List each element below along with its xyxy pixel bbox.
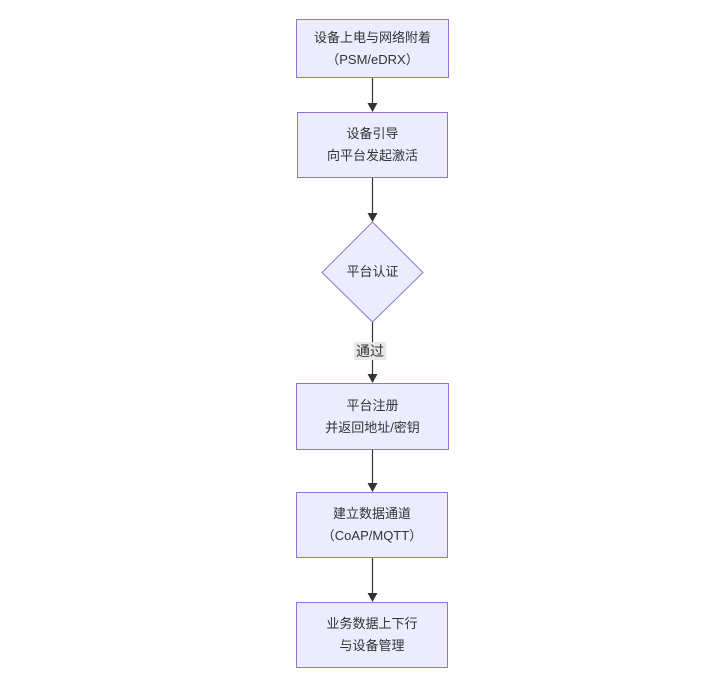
- edge-label-pass: 通过: [354, 342, 386, 360]
- node-label-line: 平台认证: [346, 264, 399, 279]
- arrowhead-icon: [367, 374, 378, 383]
- edge-register-to-channel: [367, 450, 378, 492]
- edge-power-to-bootstrap: [367, 78, 378, 112]
- node-device-bootstrap: 设备引导 向平台发起激活: [297, 112, 448, 178]
- node-business-data: 业务数据上下行 与设备管理: [296, 602, 448, 668]
- node-label-line: 与设备管理: [339, 638, 405, 653]
- arrowhead-icon: [367, 213, 378, 222]
- edge-channel-to-business: [367, 558, 378, 602]
- node-label-line: 设备引导: [346, 126, 399, 141]
- node-platform-auth-decision: 平台认证: [322, 261, 423, 283]
- node-label-line: 并返回地址/密钥: [325, 419, 420, 435]
- node-label-line: 设备上电与网络附着: [313, 29, 431, 45]
- node-data-channel: 建立数据通道 （CoAP/MQTT）: [296, 492, 448, 558]
- node-label-line: 平台注册: [346, 397, 399, 413]
- diamond-shape: [321, 221, 424, 323]
- edge-bootstrap-to-auth: [367, 178, 378, 222]
- node-label-line: 业务数据上下行: [326, 616, 418, 631]
- node-label-line: 建立数据通道: [332, 506, 411, 521]
- arrowhead-icon: [367, 483, 378, 492]
- node-label-line: （CoAP/MQTT）: [321, 528, 423, 543]
- node-label-line: （PSM/eDRX）: [326, 51, 419, 67]
- arrowhead-icon: [367, 593, 378, 602]
- node-platform-register: 平台注册 并返回地址/密钥: [296, 383, 449, 450]
- node-label-line: 向平台发起激活: [326, 148, 418, 163]
- node-power-on-network-attach: 设备上电与网络附着 （PSM/eDRX）: [296, 19, 449, 78]
- arrowhead-icon: [367, 103, 378, 112]
